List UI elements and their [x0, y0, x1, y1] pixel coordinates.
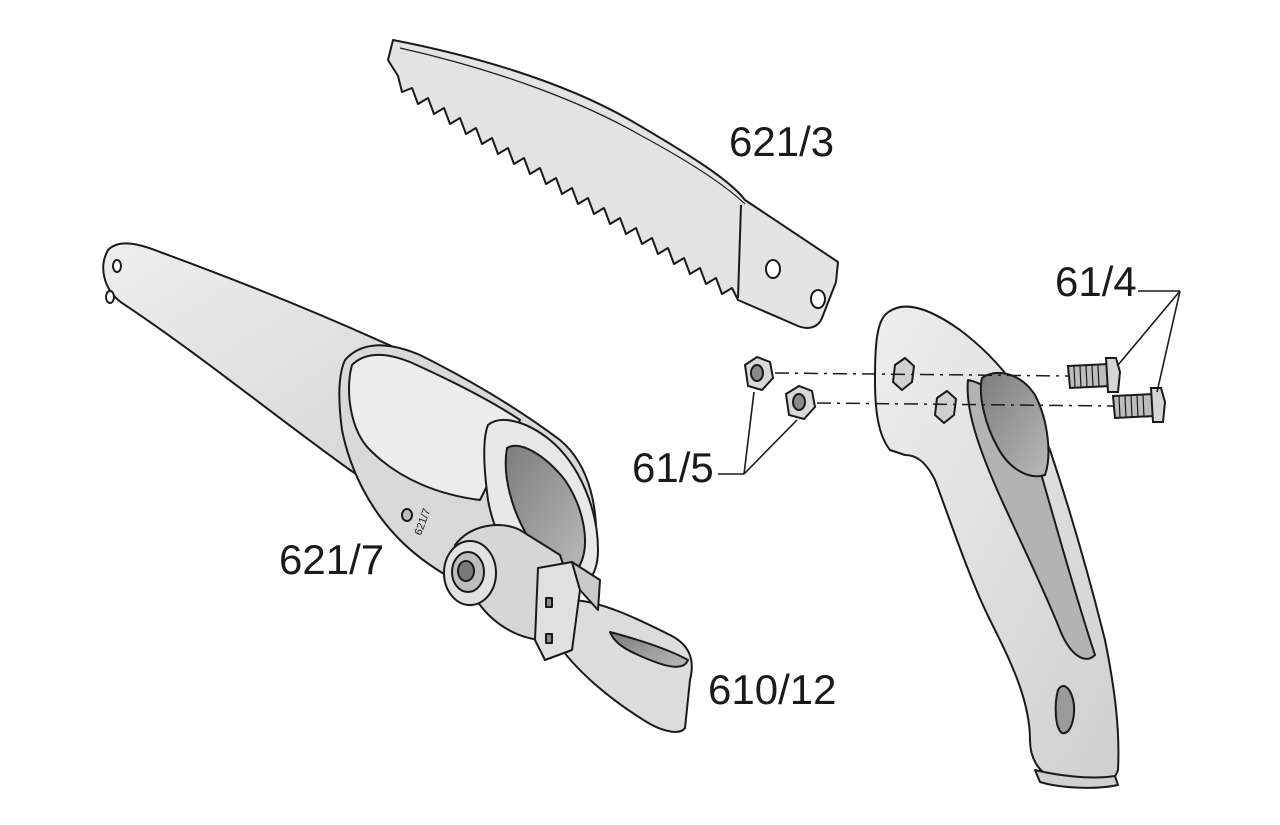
screw-2-head	[1149, 387, 1167, 423]
leader-61-4-b	[1156, 290, 1181, 393]
screw-1	[1066, 357, 1122, 393]
nuts	[743, 355, 817, 421]
leader-61-4-a	[1117, 290, 1181, 366]
handle-grip-window	[979, 371, 1050, 478]
strap-loop-inner	[609, 631, 689, 668]
sheath-tip-hole-2	[105, 290, 115, 304]
clip-block-face	[571, 561, 601, 611]
blade-tang-line	[737, 204, 742, 299]
part-labels: 621/3 61/4 61/5 621/7 610/12	[279, 118, 1137, 713]
nut-2-thread	[792, 393, 806, 411]
pivot-disc-hub	[457, 560, 475, 582]
nut-1	[743, 355, 775, 392]
nut-2	[784, 384, 817, 421]
sheath-opening-hollow	[504, 444, 586, 570]
label-nuts: 61/5	[632, 444, 714, 491]
label-strap: 610/12	[708, 666, 836, 713]
saw-blade	[387, 39, 839, 329]
clip-block	[534, 561, 581, 661]
blade-body	[387, 39, 839, 329]
leader-lines	[718, 290, 1181, 475]
screw-2	[1111, 387, 1167, 423]
assembly-axis-lines	[774, 372, 1114, 407]
axis-line-lower	[816, 402, 1114, 407]
handle-base	[1034, 769, 1119, 789]
clip-screw-2	[545, 633, 553, 644]
screw-2-thread-lines	[1118, 394, 1145, 419]
handle-hex-socket-2	[934, 390, 957, 424]
axis-line-upper	[774, 372, 1069, 377]
sheath-collar	[348, 353, 521, 501]
screw-1-thread-lines	[1073, 364, 1100, 389]
nut-1-thread	[750, 364, 764, 382]
blade-hole-2	[810, 289, 826, 309]
sheath-tip-hole-1	[112, 259, 122, 273]
leader-61-5-a	[743, 391, 755, 475]
saw-handle	[874, 305, 1120, 789]
label-screws: 61/4	[1055, 258, 1137, 305]
screws	[1066, 357, 1167, 423]
strap-loop	[554, 599, 693, 733]
screw-1-head	[1104, 357, 1122, 393]
handle-lower-slot	[1054, 685, 1076, 735]
label-blade: 621/3	[729, 118, 834, 165]
blade-spine-line	[399, 47, 746, 205]
belt-clip	[443, 524, 693, 733]
clip-screw-1	[545, 597, 553, 608]
sheath-rivet	[401, 508, 413, 522]
blade-hole-1	[765, 259, 781, 279]
leader-61-5-b	[743, 419, 798, 475]
label-sheath: 621/7	[279, 536, 384, 583]
